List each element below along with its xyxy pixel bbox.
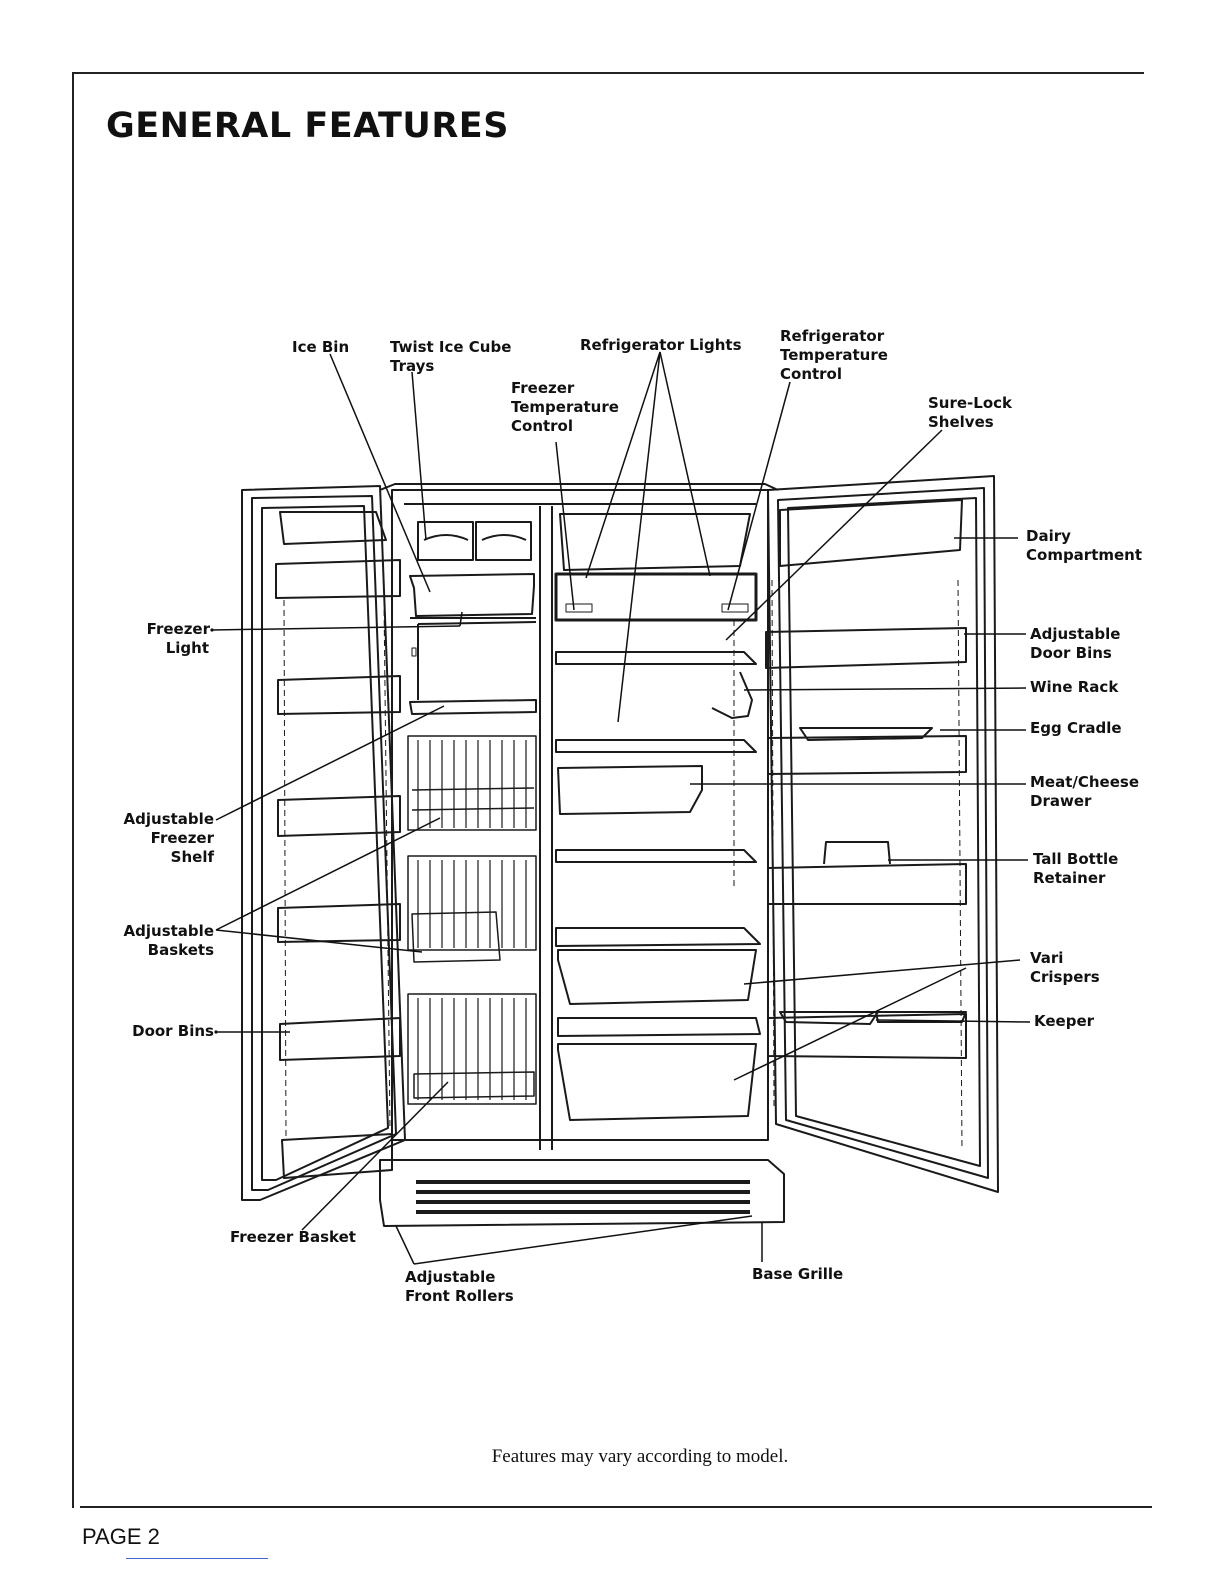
control-housing xyxy=(554,572,758,622)
cabinet-top xyxy=(379,483,779,491)
ice-cube-trays xyxy=(417,521,532,561)
leader-dots xyxy=(210,628,218,1034)
freezer-baskets xyxy=(407,735,537,1105)
sure-lock-shelves xyxy=(555,651,761,947)
label-keeper: Keeper xyxy=(1034,1012,1095,1030)
vari-crisper-lower xyxy=(557,1043,757,1121)
label-door-bins: Door Bins xyxy=(132,1022,214,1040)
left-rule xyxy=(72,72,74,1508)
label-base-grille: Base Grille xyxy=(752,1265,843,1283)
footer-mark xyxy=(126,1558,268,1559)
refrigerator-door xyxy=(767,475,999,1193)
base-grille xyxy=(379,1159,785,1227)
refrigerator-door-bins xyxy=(765,627,967,1059)
page-number: PAGE 2 xyxy=(82,1524,160,1549)
meat-cheese-drawer xyxy=(557,765,703,815)
label-freezer-basket: Freezer Basket xyxy=(230,1228,356,1246)
label-refrigerator-lights: Refrigerator Lights xyxy=(580,336,742,354)
label-ice-bin: Ice Bin xyxy=(292,338,349,356)
wine-rack xyxy=(711,671,753,719)
ice-bin xyxy=(409,573,535,617)
bottom-rule xyxy=(80,1506,1152,1508)
grille-slots xyxy=(416,1180,750,1214)
label-wine-rack: Wine Rack xyxy=(1030,678,1119,696)
vari-crisper-upper xyxy=(557,949,757,1005)
freezer-door-bins xyxy=(275,559,401,1179)
leader-lines xyxy=(211,351,1031,1265)
dairy-compartment xyxy=(779,499,963,567)
top-rule xyxy=(72,72,1144,74)
freezer-shelf xyxy=(409,699,537,715)
label-egg-cradle: Egg Cradle xyxy=(1030,719,1122,737)
cabinet-outline xyxy=(391,489,769,1141)
freezer-door xyxy=(241,485,406,1201)
features-note: Features may vary according to model. xyxy=(491,1446,789,1467)
page-title: GENERAL FEATURES xyxy=(106,106,509,146)
